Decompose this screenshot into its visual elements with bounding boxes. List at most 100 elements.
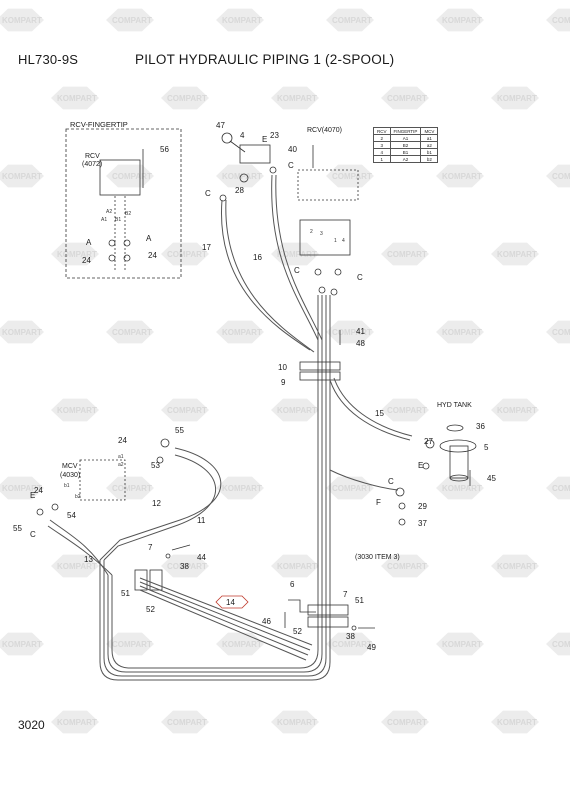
watermark-hexagon [51, 554, 99, 578]
watermark-text: COMPART [112, 640, 152, 649]
handle [229, 140, 246, 153]
watermark-hexagon [546, 320, 570, 344]
callout: 52 [146, 605, 155, 614]
watermark-hexagon [216, 164, 264, 188]
callout: C [30, 530, 36, 539]
port-label: a1 [118, 454, 124, 460]
watermark-hexagon [491, 242, 539, 266]
callout: 38 [180, 562, 189, 571]
callout: 9 [281, 378, 286, 387]
callout: 24 [82, 256, 91, 265]
callout: 47 [216, 121, 225, 130]
watermark-text: COMPART [387, 562, 427, 571]
watermark-hexagon [381, 398, 429, 422]
table-row: 1 A2 b2 [373, 155, 439, 163]
rcv-fingertip-box [65, 128, 182, 279]
watermark-text: COMPART [332, 172, 372, 181]
watermark-hexagon [546, 632, 570, 656]
watermark-hexagon [51, 86, 99, 110]
watermark-hexagon [0, 8, 44, 32]
watermark-hexagon [491, 86, 539, 110]
callout: 5 [484, 443, 489, 452]
fitting [123, 254, 131, 262]
callout: 44 [197, 553, 206, 562]
watermark-text: COMPART [112, 484, 152, 493]
watermark-hexagon [161, 242, 209, 266]
watermark-hexagon [51, 242, 99, 266]
watermark-hexagon [381, 554, 429, 578]
fitting [160, 438, 170, 448]
watermark-text: KOMPART [277, 718, 317, 727]
pipe-bundle-1 [111, 295, 319, 669]
watermark-hexagon [436, 476, 484, 500]
watermark-text: COMPART [112, 16, 152, 25]
watermark-text: COMPART [332, 484, 372, 493]
watermark-hexagon [161, 398, 209, 422]
port-label: A1 [101, 217, 107, 223]
fitting [422, 462, 430, 470]
callout: 52 [293, 627, 302, 636]
watermark-hexagon [161, 710, 209, 734]
watermark-hexagon [326, 632, 374, 656]
callout: 4 [240, 131, 245, 140]
watermark-text: COMPART [167, 250, 207, 259]
watermark-text: KOMPART [222, 16, 262, 25]
watermark-text: KOMPART [57, 94, 97, 103]
port-label: b1 [64, 483, 70, 489]
callout: 13 [84, 555, 93, 564]
watermark-text: COMPART [552, 172, 570, 181]
callout: A [146, 234, 152, 243]
callout: 37 [418, 519, 427, 528]
pipe-14-b [139, 581, 311, 651]
watermark-text: KOMPART [277, 562, 317, 571]
callout: 41 [356, 327, 365, 336]
port-label: 2 [310, 229, 313, 235]
callout: C [357, 273, 363, 282]
watermark-text: COMPART [387, 406, 427, 415]
hose-17 [221, 199, 311, 351]
callout: C [294, 266, 300, 275]
valve-block [239, 144, 271, 164]
watermark-hexagon [271, 86, 319, 110]
clamp-9 [299, 371, 341, 381]
callout-14: 14 [226, 598, 235, 607]
page-number: 3020 [18, 718, 45, 732]
watermark-hexagon [216, 632, 264, 656]
watermark-hexagon [381, 86, 429, 110]
tank-body [449, 445, 469, 479]
callout: C [288, 161, 294, 170]
watermark-text: KOMPART [277, 406, 317, 415]
watermark-hexagon [51, 710, 99, 734]
watermark-hexagon [491, 398, 539, 422]
port-label: b2 [75, 494, 81, 500]
rcv-4072-label-line1: RCV [85, 153, 100, 160]
fitting [108, 254, 116, 262]
watermark-text: COMPART [112, 172, 152, 181]
callout: 10 [278, 363, 287, 372]
watermark-text: COMPART [167, 406, 207, 415]
washer-38 [165, 553, 171, 559]
watermark-hexagon [546, 8, 570, 32]
port-cross-reference-table: RCV FINGERTIP MCV 2 A1 a1 3 B2 a2 4 B1 b… [373, 127, 439, 163]
watermark-text: COMPART [387, 250, 427, 259]
pipe-bundle-3 [103, 295, 327, 677]
rcv-block [99, 159, 141, 196]
watermark-hexagon [436, 8, 484, 32]
port-label: 4 [342, 238, 345, 244]
port-label: A2 [106, 209, 112, 215]
callout: C [205, 189, 211, 198]
callout: 29 [418, 502, 427, 511]
watermark-text: COMPART [552, 484, 570, 493]
fitting [108, 239, 116, 247]
rcv-4070-body [297, 169, 359, 201]
watermark-hexagon [106, 476, 154, 500]
hose-11 [103, 454, 217, 561]
watermark-hexagon [326, 320, 374, 344]
callout: A [86, 238, 92, 247]
hose-17-b [225, 199, 315, 353]
watermark-text: COMPART [332, 16, 372, 25]
callout: 24 [34, 486, 43, 495]
callout: 24 [118, 436, 127, 445]
watermark-text: KOMPART [497, 562, 537, 571]
clamp-52-right [307, 616, 349, 628]
